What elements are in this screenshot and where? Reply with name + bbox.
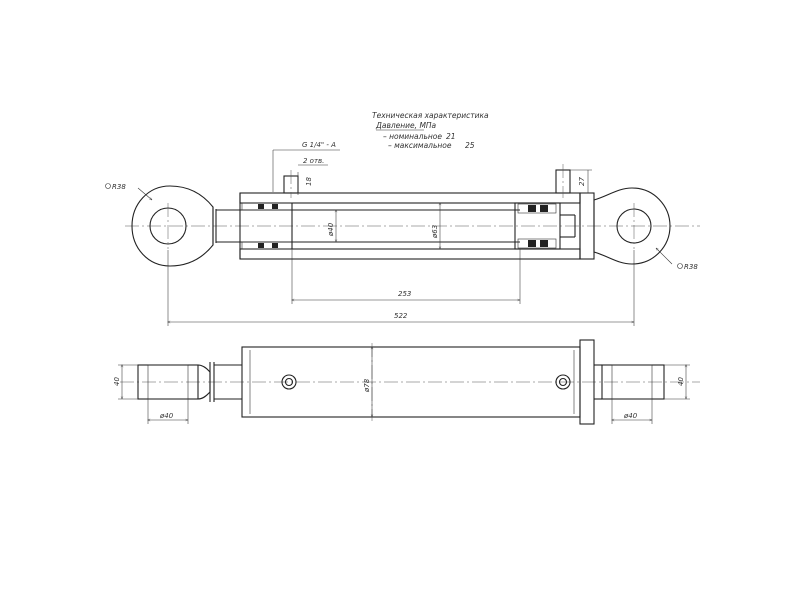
port-height-right: 27 [578, 177, 586, 186]
spec-max-value: 25 [465, 141, 475, 150]
rod-diameter-label: ø40 [327, 222, 335, 237]
port-count-label: 2 отв. [303, 157, 324, 165]
section-view: G 1/4" - A 2 отв. 18 27 R38 R38 ø40 [105, 141, 700, 326]
right-eye-side [579, 339, 665, 425]
stroke-label: 253 [398, 290, 411, 298]
bore-diameter-dim: ø63 [431, 203, 440, 249]
pin-diameter-left-dim: ø40 [148, 399, 188, 424]
right-rod-eye [579, 187, 671, 265]
rod-gland [241, 202, 293, 250]
port-height-left: 18 [305, 177, 313, 186]
spec-max-label: – максимальное [388, 141, 452, 150]
bore-diameter-label: ø63 [431, 225, 439, 239]
spec-nominal-value: 21 [446, 132, 456, 141]
port-thread-label: G 1/4" - A [302, 141, 336, 149]
port-right [555, 164, 571, 198]
rod-diameter-dim: ø40 [327, 210, 336, 242]
total-length-label: 522 [394, 312, 408, 320]
radius-left-callout: R38 [105, 183, 153, 200]
radius-right-label: R38 [684, 263, 698, 271]
eye-thickness-right: 40 [677, 377, 685, 386]
port-thread-callout: G 1/4" - A 2 отв. 18 [272, 141, 340, 195]
left-rod-eye [131, 185, 217, 267]
radius-left-label: R38 [112, 183, 126, 191]
pin-diameter-right-dim: ø40 [612, 399, 652, 424]
eye-thickness-left: 40 [113, 377, 121, 386]
right-port-height-dim: 27 [570, 169, 592, 194]
tube-diameter-label: ø78 [363, 378, 371, 393]
piston [514, 202, 576, 250]
right-thickness-dim: 40 [664, 365, 690, 399]
spec-title: Техническая характеристика [372, 111, 489, 120]
total-length-dim: 522 [168, 250, 634, 326]
pin-diameter-right: ø40 [623, 412, 638, 420]
left-eye-side [137, 362, 242, 402]
port-left-side [281, 374, 297, 390]
port-right-side [555, 374, 571, 390]
pin-diameter-left: ø40 [159, 412, 174, 420]
spec-nominal-label: – номинальное [383, 132, 442, 141]
radius-right-callout: R38 [656, 248, 698, 271]
side-view: ø78 40 40 ø40 [113, 339, 700, 425]
technical-spec: Техническая характеристика Давление, МПа… [372, 111, 489, 150]
left-thickness-dim: 40 [113, 365, 138, 399]
stroke-dim: 253 [292, 249, 520, 304]
spec-pressure-label: Давление, МПа [375, 121, 437, 130]
port-left [283, 170, 299, 198]
